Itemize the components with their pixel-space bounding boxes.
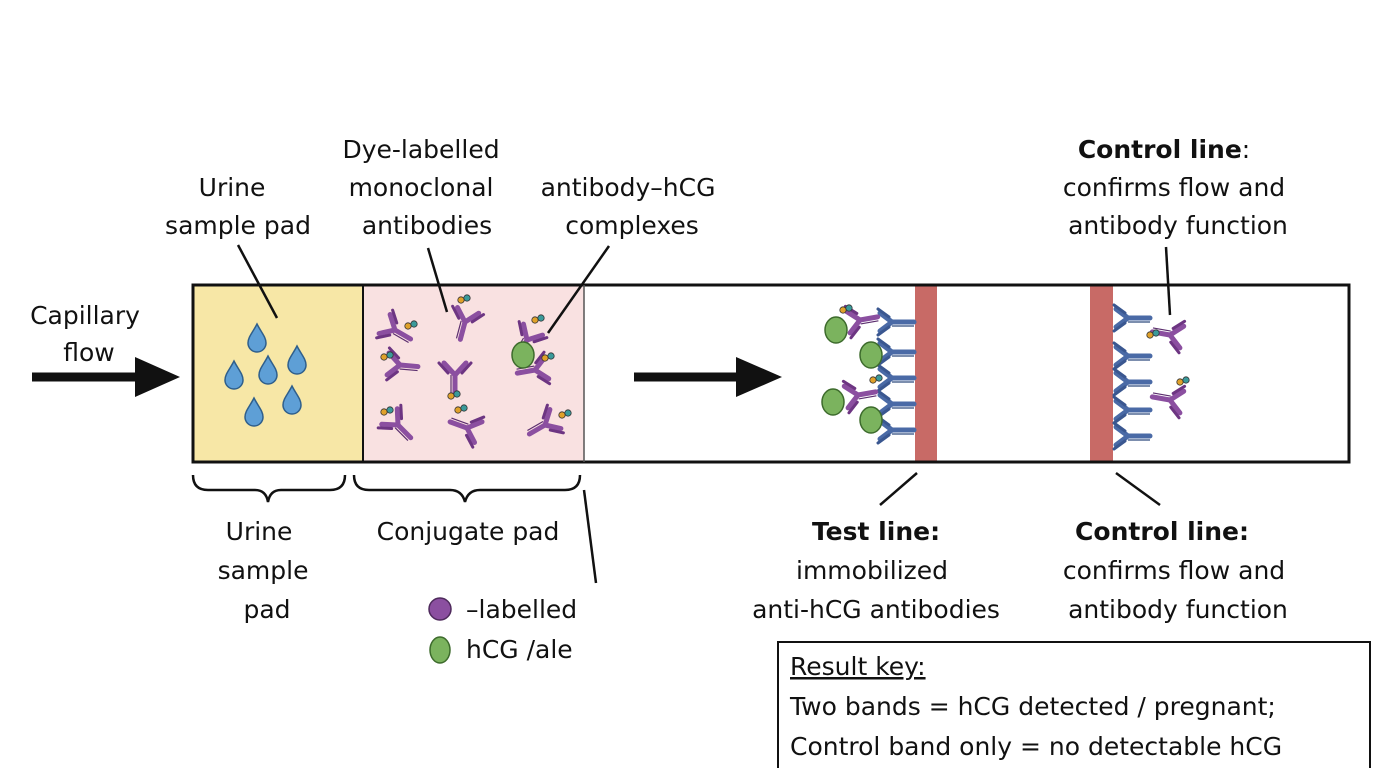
hcg-swatch bbox=[429, 636, 451, 664]
result-key-line: Two bands = hCG detected / pregnant; bbox=[789, 692, 1276, 721]
urine-sample-pad-top-label: Urine sample pad bbox=[165, 173, 311, 240]
urine-sample-pad-bottom-label: Urine sample pad bbox=[218, 517, 317, 624]
result-key-box bbox=[777, 641, 1371, 768]
leader-lines bbox=[236, 244, 1172, 584]
result-key-title: Result key: bbox=[790, 652, 926, 681]
legend-labelled: –labelled bbox=[466, 595, 577, 624]
labelled-antibody-swatch bbox=[428, 597, 452, 621]
control-line-bottom-label: Control line: confirms flow and antibody… bbox=[1063, 517, 1293, 624]
strip-outline bbox=[191, 283, 1351, 464]
test-line-label: Test line: immobilized anti-hCG antibodi… bbox=[752, 517, 1000, 624]
dye-labelled-antibodies-label: Dye-labelled monoclonal antibodies bbox=[342, 135, 507, 240]
test-line-band bbox=[915, 285, 937, 462]
capillary-flow-label: Capillary flow bbox=[30, 301, 148, 367]
result-key-line: Control band only = no detectable hCG bbox=[790, 732, 1282, 761]
flow-arrow-icon bbox=[32, 357, 782, 397]
complexes-label: antibody–hCG complexes bbox=[541, 173, 724, 240]
pad-braces bbox=[191, 474, 582, 503]
control-line-top-label: Control line: confirms flow and antibody… bbox=[1063, 135, 1293, 240]
conjugate-pad-label: Conjugate pad bbox=[377, 517, 560, 546]
sample-pad-region bbox=[193, 285, 363, 462]
hcg-icon bbox=[511, 341, 535, 369]
control-line-band bbox=[1090, 285, 1113, 462]
legend: –labelled hCG /ale bbox=[428, 595, 577, 664]
legend-hcg: hCG /ale bbox=[466, 635, 573, 664]
result-key: Result key: Two bands = hCG detected / p… bbox=[777, 641, 1371, 768]
test-line-antibodies bbox=[821, 301, 914, 443]
control-line-antibodies bbox=[1114, 305, 1190, 449]
